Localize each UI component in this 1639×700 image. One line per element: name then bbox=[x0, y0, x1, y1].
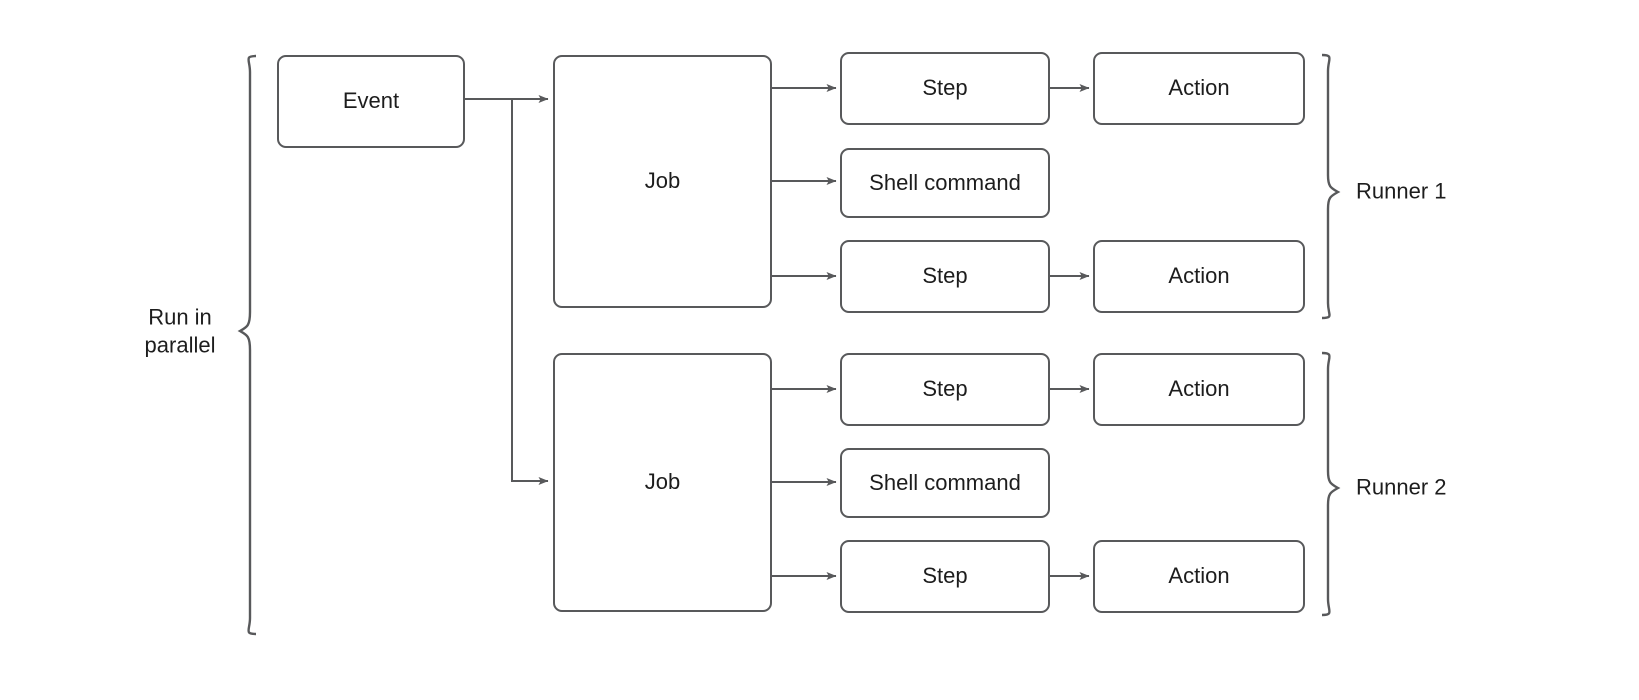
node-event[interactable]: Event bbox=[277, 55, 465, 148]
node-runner2-step-1-label: Step bbox=[922, 376, 968, 402]
node-runner2-step-1[interactable]: Step bbox=[840, 353, 1050, 426]
node-runner1-step-1[interactable]: Step bbox=[840, 52, 1050, 125]
node-runner1-step-1-label: Step bbox=[922, 75, 968, 101]
group-label-run-in-parallel: Run in parallel bbox=[144, 304, 216, 358]
node-runner1-step-2[interactable]: Step bbox=[840, 240, 1050, 313]
node-runner2-action-1-label: Action bbox=[1168, 376, 1230, 402]
node-runner2-step-2-label: Step bbox=[922, 563, 968, 589]
node-runner2-action-2-label: Action bbox=[1168, 563, 1230, 589]
node-runner1-action-1[interactable]: Action bbox=[1093, 52, 1305, 125]
node-job-1[interactable]: Job bbox=[553, 55, 772, 308]
node-job-2[interactable]: Job bbox=[553, 353, 772, 612]
node-runner2-action-1[interactable]: Action bbox=[1093, 353, 1305, 426]
node-runner1-action-2[interactable]: Action bbox=[1093, 240, 1305, 313]
node-job-1-label: Job bbox=[644, 168, 681, 194]
brace-runner-2 bbox=[1321, 351, 1341, 617]
group-label-runner-2: Runner 2 bbox=[1356, 474, 1447, 500]
node-runner1-shell-command-label: Shell command bbox=[869, 169, 1021, 195]
edge-event-to-job2 bbox=[511, 99, 549, 485]
node-runner2-action-2[interactable]: Action bbox=[1093, 540, 1305, 613]
node-job-2-label: Job bbox=[644, 469, 681, 495]
node-event-label: Event bbox=[342, 88, 400, 114]
group-label-runner-1: Runner 1 bbox=[1356, 178, 1447, 204]
node-runner1-shell-command[interactable]: Shell command bbox=[840, 148, 1050, 218]
node-runner2-step-2[interactable]: Step bbox=[840, 540, 1050, 613]
node-runner1-action-2-label: Action bbox=[1168, 263, 1230, 289]
node-runner2-shell-command-label: Shell command bbox=[869, 469, 1021, 495]
node-runner2-shell-command[interactable]: Shell command bbox=[840, 448, 1050, 518]
node-runner1-action-1-label: Action bbox=[1168, 75, 1230, 101]
node-runner1-step-2-label: Step bbox=[922, 263, 968, 289]
brace-run-in-parallel bbox=[237, 54, 257, 636]
brace-runner-1 bbox=[1321, 53, 1341, 320]
